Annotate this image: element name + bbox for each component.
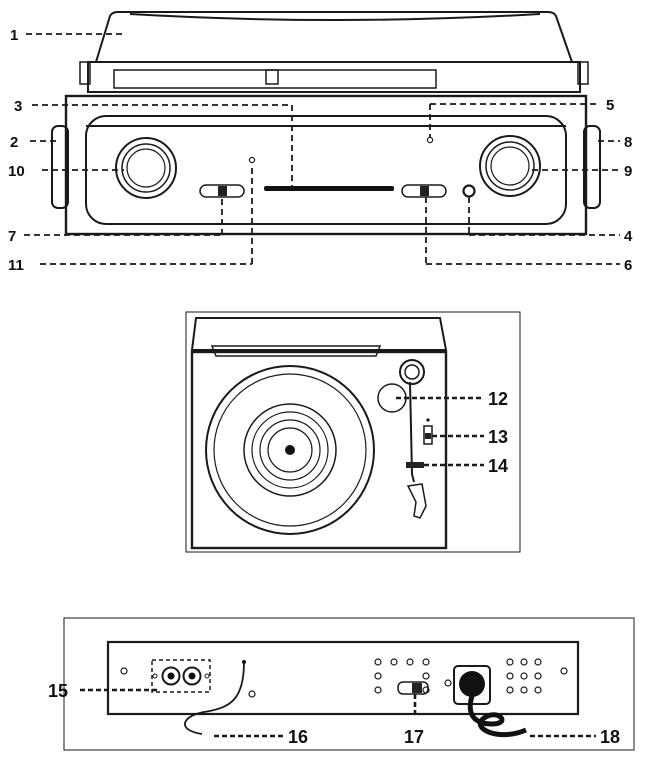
top-leaders <box>396 396 484 467</box>
front-view <box>51 11 601 236</box>
tonearm-pivot <box>399 359 425 385</box>
top-view <box>185 311 521 553</box>
spindle <box>285 445 295 455</box>
ground-wire <box>184 661 245 735</box>
right-indicator-led <box>426 136 434 144</box>
callout-12: 12 <box>488 389 508 409</box>
callout-16: 16 <box>288 727 308 747</box>
rca-output-jacks <box>151 659 211 693</box>
right-slide-switch <box>401 184 447 198</box>
hinge-band <box>87 61 581 93</box>
cabinet-body <box>64 94 588 236</box>
callout-11: 11 <box>8 257 24 274</box>
callout-13: 13 <box>488 427 508 447</box>
callout-9: 9 <box>624 163 632 180</box>
callout-15: 15 <box>48 681 68 701</box>
rear-view <box>63 617 635 751</box>
top-lid-strip <box>190 317 448 351</box>
left-indicator-led <box>248 156 256 164</box>
cd-slot <box>264 186 394 191</box>
left-slide-switch <box>199 184 245 198</box>
callout-10: 10 <box>8 163 25 180</box>
callout-6: 6 <box>624 257 632 274</box>
rear-panel <box>106 640 580 716</box>
dust-cover-lid <box>94 11 574 63</box>
platter <box>205 365 375 535</box>
callout-1: 1 <box>10 27 18 44</box>
callout-3: 3 <box>14 98 22 115</box>
left-knob <box>115 137 177 199</box>
vent-holes-right <box>506 658 542 694</box>
front-panel <box>85 115 567 225</box>
callout-2: 2 <box>10 134 18 151</box>
callout-5: 5 <box>606 97 614 114</box>
callout-7: 7 <box>8 228 16 245</box>
power-cord-socket <box>444 665 491 705</box>
callout-14: 14 <box>488 456 508 476</box>
headshell <box>406 483 427 519</box>
right-speaker-grille <box>583 125 601 209</box>
headphone-jack <box>462 184 476 198</box>
power-cord <box>467 695 527 737</box>
callout-18: 18 <box>600 727 620 747</box>
callout-4: 4 <box>624 228 633 245</box>
left-speaker-grille <box>51 125 69 209</box>
callout-8: 8 <box>624 134 632 151</box>
right-knob <box>479 135 541 197</box>
callout-17: 17 <box>404 727 424 747</box>
front-leaders <box>24 33 620 265</box>
power-switch <box>397 681 429 695</box>
arm-clip <box>406 462 424 468</box>
rear-leaders <box>80 688 596 738</box>
arm-rest-button <box>377 383 407 413</box>
turntable-base <box>190 350 448 550</box>
tonearm <box>409 381 415 483</box>
